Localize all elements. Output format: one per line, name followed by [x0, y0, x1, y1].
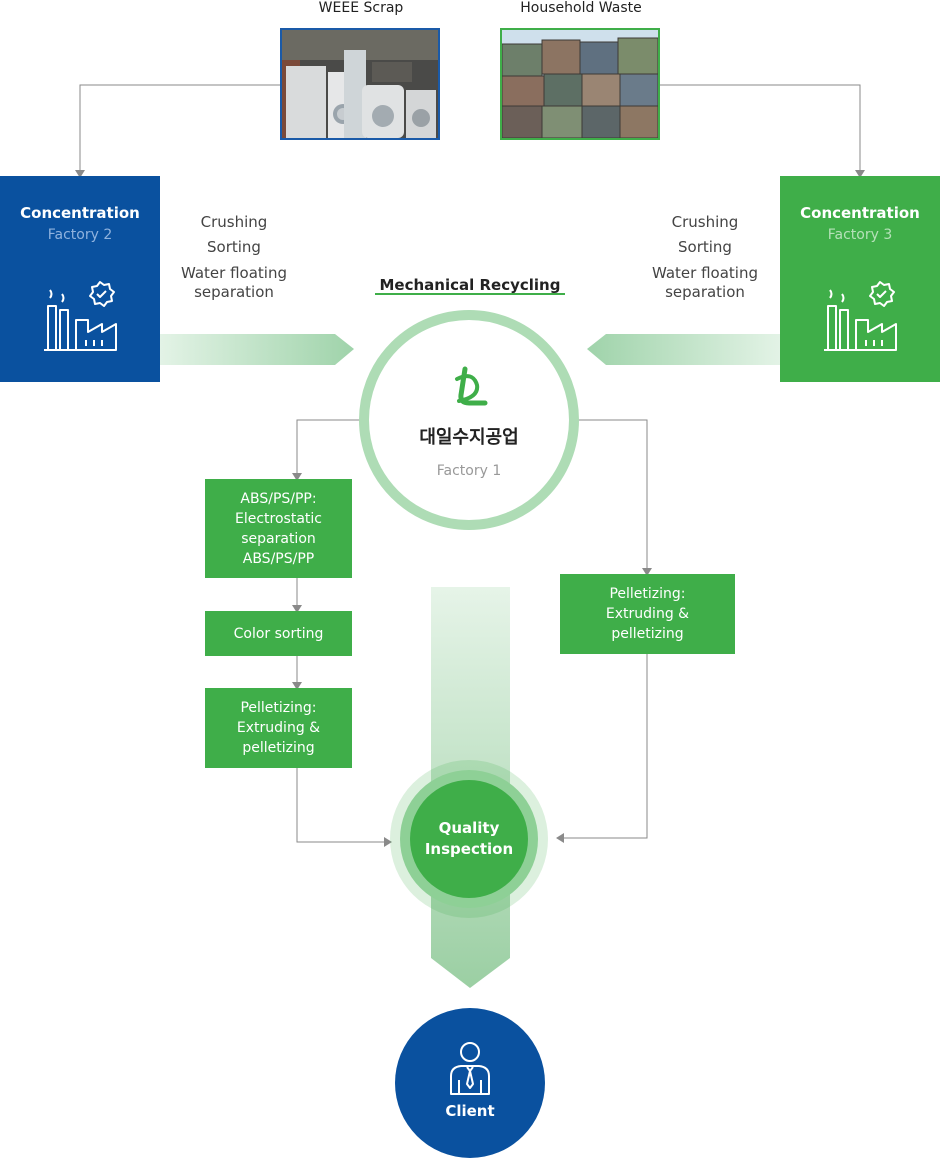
factory-3-box: Concentration Factory 3: [780, 176, 940, 382]
factory-2-subtitle: Factory 2: [47, 227, 113, 243]
box-line: pelletizing: [242, 740, 315, 756]
household-waste-photo: [500, 28, 660, 140]
step-crushing: Crushing: [671, 213, 739, 231]
step-sorting: Sorting: [678, 238, 732, 256]
factory-2-title: Concentration: [20, 204, 140, 222]
household-waste-label: Household Waste: [520, 0, 642, 16]
quality-line: Quality: [438, 819, 500, 837]
left-pelletizing-box: Pelletizing: Extruding & pelletizing: [205, 688, 352, 768]
factory-icon: [824, 281, 897, 351]
mechanical-recycling-title: Mechanical Recycling: [379, 276, 561, 294]
left-process-steps: Crushing Sorting Water floating separati…: [164, 210, 304, 302]
step-crushing: Crushing: [200, 213, 268, 231]
step-separation: separation: [665, 283, 745, 301]
box-line: ABS/PS/PP:: [240, 490, 317, 507]
title-underline: [375, 293, 565, 295]
box-line: separation: [241, 530, 316, 547]
right-pelletizing-box: Pelletizing: Extruding & pelletizing: [560, 574, 735, 654]
factory-1-label: Factory 1: [436, 463, 502, 479]
factory-3-subtitle: Factory 3: [827, 227, 893, 243]
box-line: ABS/PS/PP: [242, 550, 315, 567]
step-water-floating: Water floating: [651, 264, 758, 282]
company-logo-icon: [455, 366, 488, 406]
step-separation: separation: [194, 283, 274, 301]
box-line: Extruding &: [605, 606, 690, 622]
factory-3-title: Concentration: [800, 204, 920, 222]
step-sorting: Sorting: [207, 238, 261, 256]
client-node: Client: [395, 1008, 545, 1158]
weee-scrap-photo: [280, 28, 440, 140]
client-label: Client: [445, 1102, 495, 1120]
step-water-floating: Water floating: [180, 264, 287, 282]
box-line: pelletizing: [611, 626, 684, 642]
factory-2-box: Concentration Factory 2: [0, 176, 160, 382]
box-line: Color sorting: [233, 625, 324, 642]
box-line: Extruding &: [236, 720, 321, 736]
right-process-steps: Crushing Sorting Water floating separati…: [635, 210, 775, 302]
box-line: Pelletizing:: [240, 700, 317, 716]
electrostatic-separation-box: ABS/PS/PP: Electrostatic separation ABS/…: [205, 479, 352, 578]
person-icon: [450, 1042, 490, 1095]
box-line: Electrostatic: [235, 510, 322, 527]
right-flow-arrow: [587, 334, 780, 365]
color-sorting-box: Color sorting: [205, 611, 352, 656]
company-name: 대일수지공업: [419, 427, 519, 448]
factory-icon: [44, 281, 117, 351]
box-line: Pelletizing:: [609, 586, 686, 602]
factory-1-hub: 대일수지공업 Factory 1: [359, 310, 579, 530]
quality-line: Inspection: [424, 840, 514, 858]
weee-scrap-label: WEEE Scrap: [318, 0, 404, 16]
quality-inspection-node: Quality Inspection: [410, 780, 528, 898]
left-flow-arrow: [160, 334, 354, 365]
